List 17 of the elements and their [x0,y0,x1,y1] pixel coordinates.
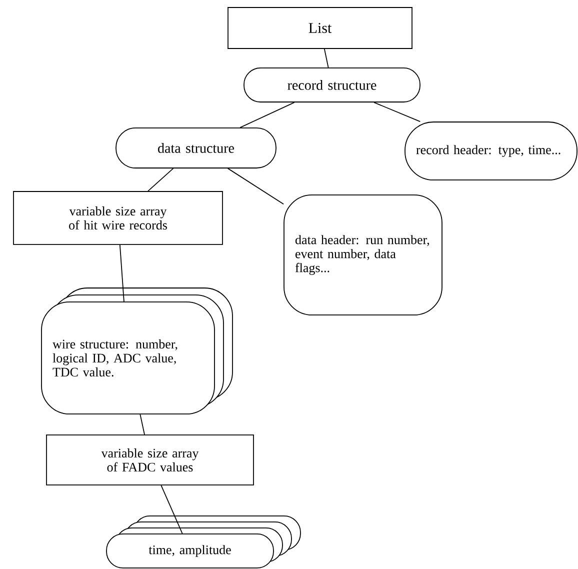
connector-line [227,168,284,205]
structure-node: record structure [244,68,420,102]
array-box: variable size array of hit wire records [13,191,223,245]
value-stack: time, amplitude [106,516,301,568]
title-box: List [228,7,412,49]
connector-line [240,102,295,128]
structure-node: data structure [116,128,276,168]
connector-line [374,102,421,122]
array-box: variable size array of FADC values [46,434,254,486]
connector-line [140,414,145,435]
connector-line [119,244,124,302]
header-node: record header: type, time... [404,122,578,180]
record-stack: wire structure: number, logical ID, ADC value, TDC value. [41,288,233,414]
connector-line [324,48,329,68]
connector-line [148,168,174,192]
header-node: data header: run number, event number, data flags... [284,194,442,316]
connector-line [160,484,183,534]
